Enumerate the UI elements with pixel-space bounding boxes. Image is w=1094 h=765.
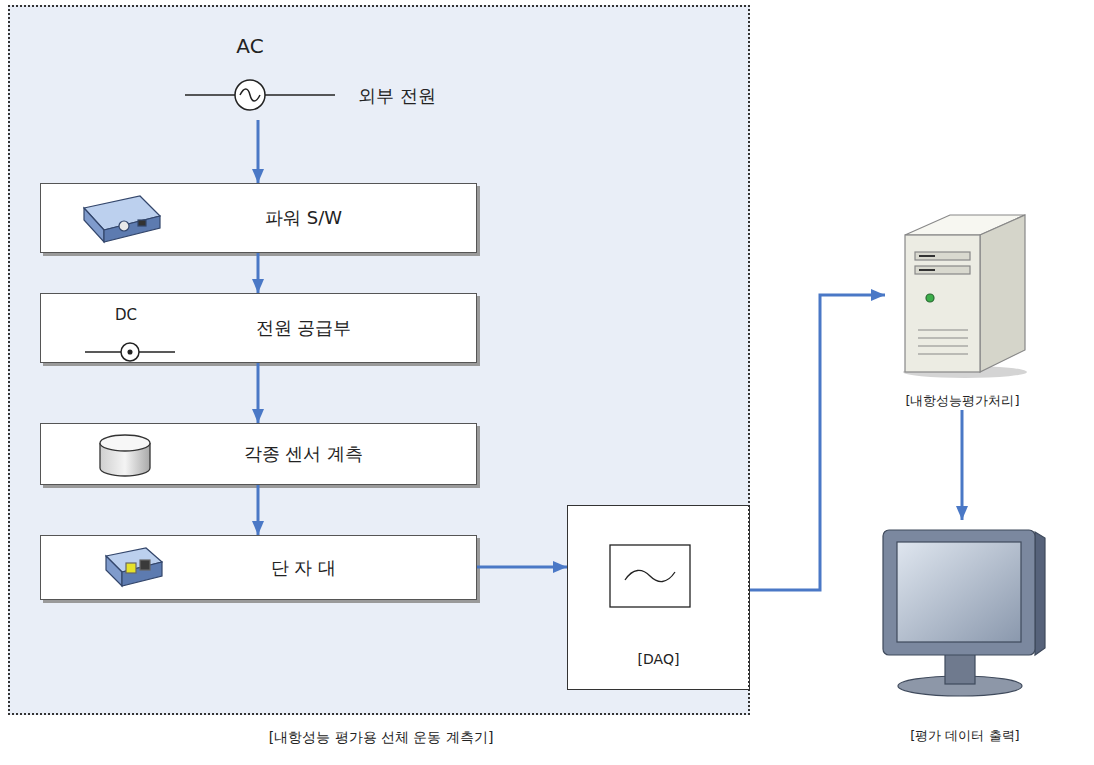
label-text: [DAQ] [638, 651, 680, 667]
node-label: [내항성능 평가용 선체 운동 계측기] [10, 729, 752, 747]
label-text: 각종 센서 계측 [244, 442, 363, 466]
process-box: DC 전원 공급부 [40, 293, 477, 363]
process-box: 단 자 대 [40, 535, 477, 600]
ac-source-symbol [185, 80, 335, 110]
monitor-illustration [883, 530, 1045, 696]
flow-arrow [257, 253, 260, 293]
sub-label: AC [220, 34, 280, 58]
daq-box: [DAQ] [567, 505, 750, 690]
power-switch-icon [84, 196, 160, 242]
flow-arrow [257, 363, 260, 423]
sub-label: DC [91, 306, 161, 324]
label-text: 외부 전원 [358, 85, 436, 106]
terminal-block-icon [106, 548, 162, 586]
node-label: [DAQ] [568, 651, 749, 667]
daq-filter-symbol [610, 545, 690, 607]
process-box: 각종 센서 계측 [40, 423, 477, 485]
flow-arrow [750, 295, 885, 590]
label-text: 파워 S/W [265, 206, 342, 230]
flow-arrow [257, 485, 260, 535]
ac-power-source: AC 외부 전원 [180, 28, 500, 120]
label-text: [내항성능 평가용 선체 운동 계측기] [269, 729, 494, 745]
flow-arrow [477, 566, 567, 569]
node-label: 전원 공급부 [131, 294, 476, 362]
server-tower-illustration [903, 215, 1027, 378]
node-label: 외부 전원 [358, 84, 436, 108]
node-label: [내항성능평가처리] [885, 392, 1040, 410]
sensor-cylinder-icon [100, 435, 150, 476]
label-text: DC [115, 306, 137, 324]
region-fill [8, 5, 750, 715]
node-label: [평가 데이터 출력] [870, 727, 1060, 745]
label-text: 전원 공급부 [256, 316, 352, 340]
measuring-unit-region: [내항성능 평가용 선체 운동 계측기]AC외부 전원파워 S/WDC전원 공급… [8, 5, 750, 715]
server-node: [내항성능평가처리] [885, 210, 1040, 410]
node-label: 단 자 대 [131, 536, 476, 599]
label-text: 단 자 대 [271, 556, 336, 580]
label-text: [평가 데이터 출력] [910, 728, 1019, 743]
label-text: [내항성능평가처리] [905, 393, 1019, 408]
node-label: 파워 S/W [131, 184, 476, 252]
process-box: 파워 S/W [40, 183, 477, 253]
monitor-node: [평가 데이터 출력] [870, 520, 1060, 745]
dc-source-symbol [85, 343, 175, 361]
label-text: AC [236, 34, 263, 58]
flow-arrow [961, 410, 964, 520]
flow-arrow [257, 120, 260, 183]
box-fills [40, 183, 750, 690]
node-label: 각종 센서 계측 [131, 424, 476, 484]
